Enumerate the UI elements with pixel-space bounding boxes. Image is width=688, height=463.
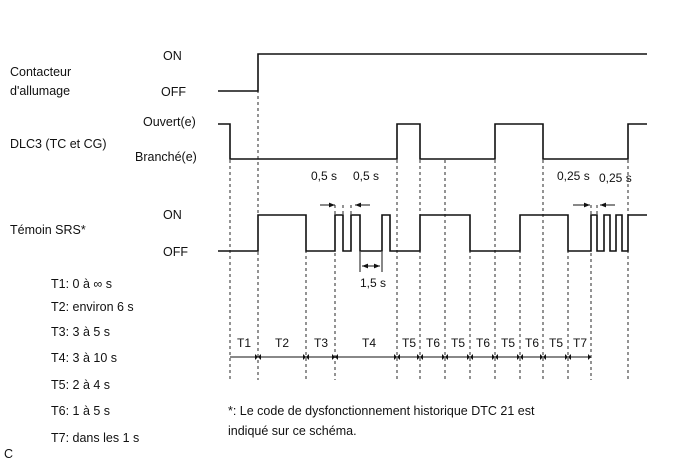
guide-lines bbox=[229, 60, 629, 380]
period-label: T6 bbox=[525, 336, 539, 350]
legend-item: T3: 3 à 5 s bbox=[51, 325, 110, 339]
period-label: T6 bbox=[426, 336, 440, 350]
ignition-label-line1: Contacteur bbox=[10, 65, 71, 79]
legend-item: T2: environ 6 s bbox=[51, 300, 134, 314]
period-label: T4 bbox=[362, 336, 376, 350]
ignition-label-line2: d'allumage bbox=[10, 84, 70, 98]
period-labels: T1 T2 T3 T4 T5 T6 T5 T6 T5 T6 T5 T7 bbox=[237, 336, 587, 350]
legend-item: T5: 2 à 4 s bbox=[51, 378, 110, 392]
legend-item: T6: 1 à 5 s bbox=[51, 404, 110, 418]
period-label: T5 bbox=[451, 336, 465, 350]
footnote-line1: *: Le code de dysfonctionnement historiq… bbox=[228, 404, 535, 418]
ignition-on-label: ON bbox=[163, 49, 182, 63]
period-label: T5 bbox=[549, 336, 563, 350]
dlc3-waveform bbox=[218, 123, 647, 160]
dlc3-annotation-1: 0,5 s bbox=[311, 169, 337, 183]
dlc3-annotation-4: 0,25 s bbox=[599, 171, 632, 185]
ignition-waveform bbox=[218, 53, 647, 92]
srs-on-label: ON bbox=[163, 208, 182, 222]
period-label: T7 bbox=[573, 336, 587, 350]
srs-waveform bbox=[218, 214, 647, 252]
dlc3-annotation-3: 0,25 s bbox=[557, 169, 590, 183]
period-boundaries bbox=[255, 354, 591, 360]
ignition-off-label: OFF bbox=[161, 85, 186, 99]
period-label: T6 bbox=[476, 336, 490, 350]
dlc3-open-label: Ouvert(e) bbox=[143, 115, 196, 129]
legend-item: T4: 3 à 10 s bbox=[51, 351, 117, 365]
period-label: T5 bbox=[501, 336, 515, 350]
dlc3-connected-label: Branché(e) bbox=[135, 150, 197, 164]
srs-label: Témoin SRS* bbox=[10, 223, 86, 237]
srs-off-label: OFF bbox=[163, 245, 188, 259]
footnote-line2: indiqué sur ce schéma. bbox=[228, 424, 357, 438]
legend-item: T7: dans les 1 s bbox=[51, 431, 139, 445]
dlc3-label: DLC3 (TC et CG) bbox=[10, 137, 107, 151]
srs-duration-annotation: 1,5 s bbox=[360, 276, 386, 290]
corner-mark: C bbox=[4, 447, 13, 461]
period-label: T3 bbox=[314, 336, 328, 350]
legend-item: T1: 0 à ∞ s bbox=[51, 277, 112, 291]
dlc3-annotation-2: 0,5 s bbox=[353, 169, 379, 183]
period-legend: T1: 0 à ∞ s T2: environ 6 s T3: 3 à 5 s … bbox=[51, 277, 139, 445]
period-label: T2 bbox=[275, 336, 289, 350]
period-label: T1 bbox=[237, 336, 251, 350]
period-label: T5 bbox=[402, 336, 416, 350]
